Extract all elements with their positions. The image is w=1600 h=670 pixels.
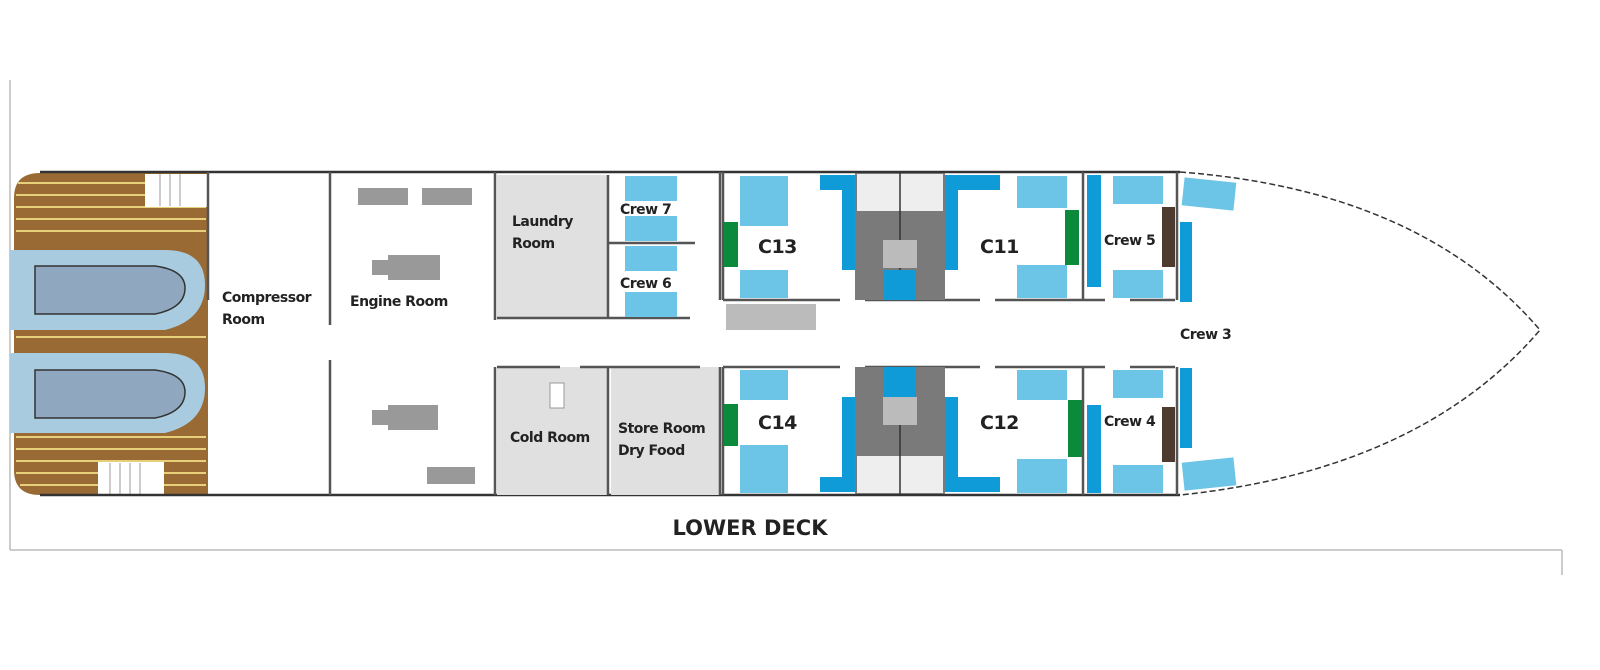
engine-equipment [358, 188, 475, 484]
label-c12: C12 [980, 412, 1019, 434]
aft-deck [10, 173, 208, 495]
label-crew-3: Crew 3 [1180, 327, 1232, 343]
label-c11: C11 [980, 236, 1019, 258]
label-c13: C13 [758, 236, 797, 258]
label-cold-room: Cold Room [510, 430, 590, 446]
dressers [1162, 207, 1175, 462]
beds [625, 176, 1237, 493]
tender-boat-1 [10, 250, 205, 330]
label-crew-5: Crew 5 [1104, 233, 1156, 249]
label-engine-room: Engine Room [350, 294, 448, 310]
laundry-room [497, 175, 608, 318]
bathrooms [855, 172, 945, 495]
hull [40, 170, 1180, 497]
label-crew-7: Crew 7 [620, 202, 672, 218]
desks [724, 210, 1082, 457]
label-crew-6: Crew 6 [620, 276, 672, 292]
stairs-top [145, 174, 207, 207]
store-room [611, 367, 720, 495]
stairs-mid [726, 304, 816, 330]
deck-title: LOWER DECK [672, 516, 828, 540]
tender-boat-2 [10, 353, 205, 433]
label-c14: C14 [758, 412, 797, 434]
label-crew-4: Crew 4 [1104, 414, 1156, 430]
bow [1179, 171, 1541, 496]
wardrobes [820, 175, 1192, 493]
